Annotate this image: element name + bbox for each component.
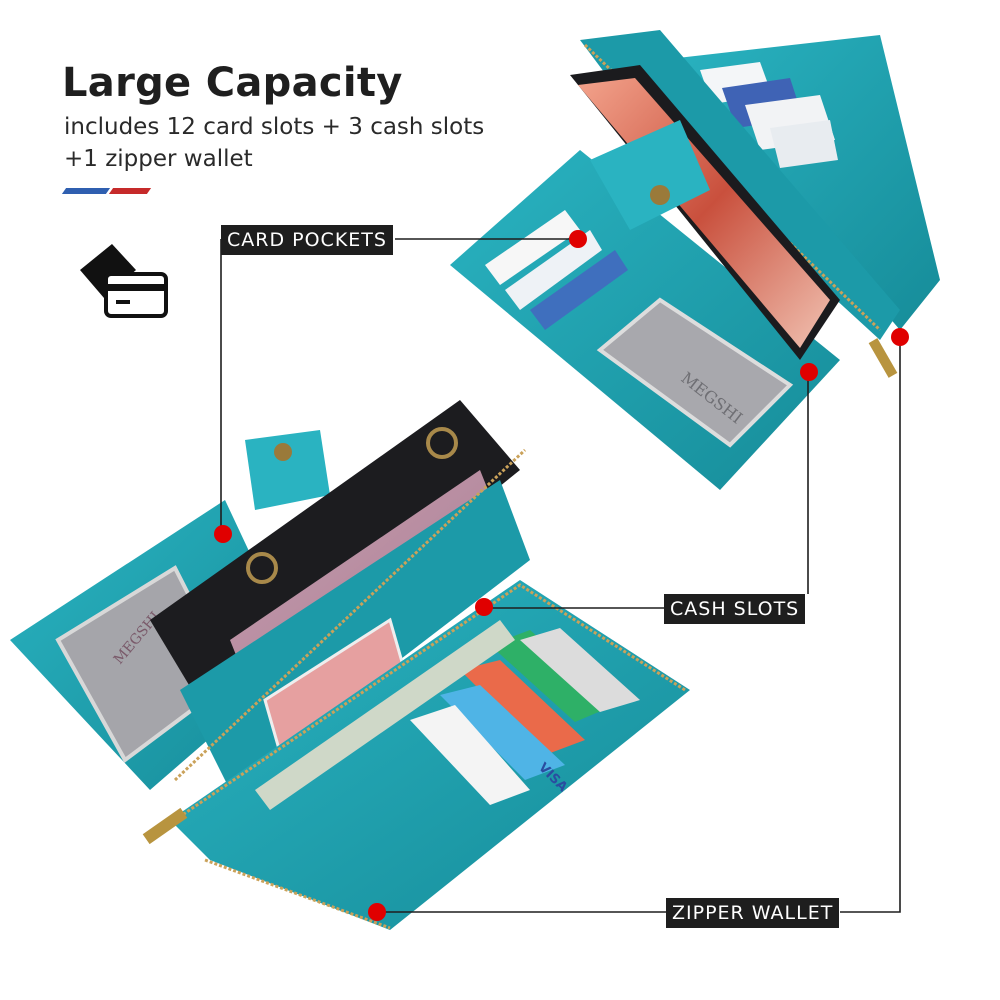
bottom-wallet: MEGSHI VISA — [10, 400, 690, 930]
marker-card-pockets-bottom — [214, 525, 232, 543]
top-card-slot-1 — [485, 210, 580, 285]
top-snap-button — [650, 185, 670, 205]
bottom-strap — [245, 430, 330, 510]
accent-stripe-red — [108, 188, 152, 194]
headline-title: Large Capacity — [62, 60, 403, 106]
marker-cash-slots-bottom — [475, 598, 493, 616]
callout-zipper-wallet: ZIPPER WALLET — [666, 898, 840, 928]
bottom-snap-button — [274, 443, 292, 461]
callout-cash-slots: CASH SLOTS — [664, 594, 806, 624]
marker-zipper-bottom — [368, 903, 386, 921]
markers — [214, 230, 909, 921]
callout-leaders — [220, 238, 901, 913]
bottom-card-green — [490, 630, 615, 722]
top-strap — [590, 120, 710, 230]
headline-line-2: +1 zipper wallet — [64, 146, 253, 172]
bottom-card-orange — [460, 660, 585, 755]
bottom-card-grey — [520, 628, 640, 712]
top-id-window — [596, 297, 794, 448]
bottom-cash — [255, 620, 515, 810]
bottom-zipper-pull — [142, 807, 188, 845]
bottom-card-white — [410, 705, 530, 805]
leader-zipper-wallet-up — [840, 337, 901, 913]
top-zipper-pull — [868, 338, 898, 378]
top-wallet: MEGSHI — [450, 30, 940, 490]
bottom-card-blue — [440, 685, 565, 780]
callout-card-pockets: CARD POCKETS — [221, 225, 393, 255]
bottom-d-ring-2 — [426, 427, 458, 459]
top-wallet-card-4 — [770, 120, 838, 168]
accent-stripe-blue — [61, 188, 111, 194]
credit-card-icon — [80, 244, 168, 318]
marker-card-pockets-top — [569, 230, 587, 248]
headline-line-1: includes 12 card slots + 3 cash slots — [64, 114, 485, 140]
marker-cash-slots-top — [800, 363, 818, 381]
marker-zipper-top — [891, 328, 909, 346]
bottom-d-ring-1 — [246, 552, 278, 584]
wallet-tag-icon — [80, 244, 136, 298]
top-card-slot-2 — [505, 230, 602, 310]
top-card-slot-3 — [530, 250, 628, 330]
